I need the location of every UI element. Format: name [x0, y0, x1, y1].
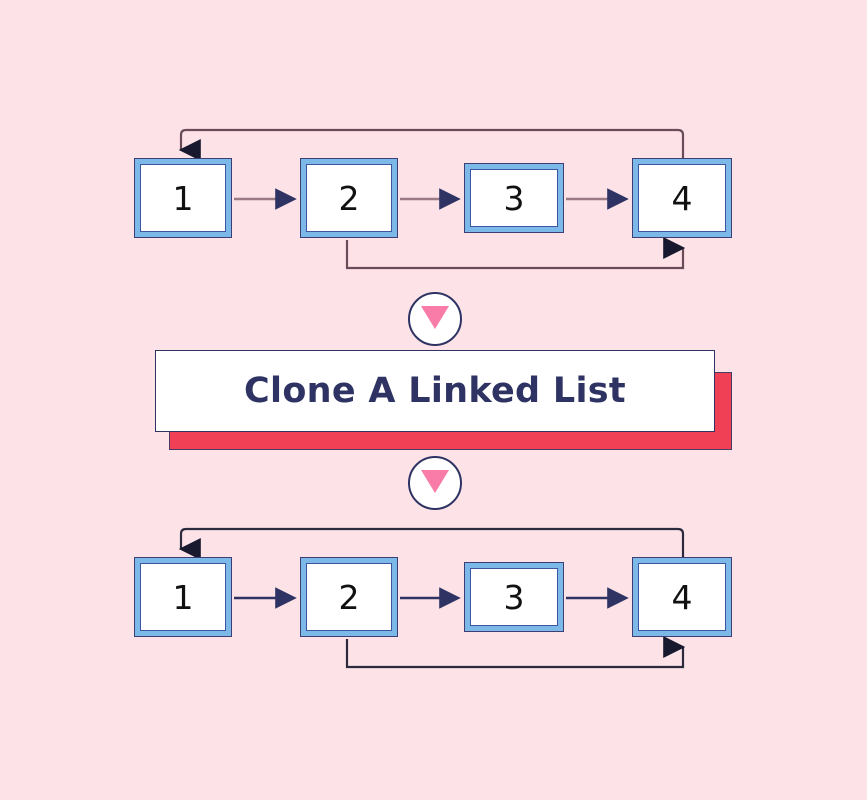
- node-label: 4: [671, 577, 693, 617]
- loop-4-to-1-bottom: [178, 527, 685, 560]
- node-inner: 3: [470, 169, 558, 227]
- node-clone-4[interactable]: 4: [632, 557, 732, 637]
- node-inner: 2: [306, 563, 392, 631]
- node-label: 1: [172, 178, 194, 218]
- node-clone-1[interactable]: 1: [134, 557, 232, 637]
- node-clone-3[interactable]: 3: [464, 562, 564, 632]
- node-inner: 3: [470, 568, 558, 626]
- loop-2-to-4-bottom: [345, 636, 686, 669]
- divider-arrow-bottom: [408, 456, 462, 510]
- node-label: 2: [338, 178, 360, 218]
- node-inner: 4: [638, 563, 726, 631]
- node-inner: 1: [140, 563, 226, 631]
- node-label: 3: [503, 178, 525, 218]
- title-banner: Clone A Linked List: [155, 350, 732, 450]
- loop-2-to-4-top: [345, 237, 686, 270]
- node-original-4[interactable]: 4: [632, 158, 732, 238]
- banner-card: Clone A Linked List: [155, 350, 715, 432]
- node-label: 1: [172, 577, 194, 617]
- page-title: Clone A Linked List: [244, 371, 626, 411]
- node-label: 4: [671, 178, 693, 218]
- triangle-down-icon: [421, 470, 449, 493]
- node-inner: 1: [140, 164, 226, 232]
- node-inner: 2: [306, 164, 392, 232]
- divider-arrow-top: [408, 292, 462, 346]
- node-label: 2: [338, 577, 360, 617]
- cloned-linked-list: 1 2 3 4: [0, 557, 867, 641]
- node-original-3[interactable]: 3: [464, 163, 564, 233]
- triangle-down-icon: [421, 306, 449, 329]
- node-label: 3: [503, 577, 525, 617]
- node-original-1[interactable]: 1: [134, 158, 232, 238]
- node-original-2[interactable]: 2: [300, 158, 398, 238]
- original-linked-list: 1 2 3 4: [0, 158, 867, 242]
- loop-4-to-1-top: [178, 128, 685, 161]
- node-clone-2[interactable]: 2: [300, 557, 398, 637]
- node-inner: 4: [638, 164, 726, 232]
